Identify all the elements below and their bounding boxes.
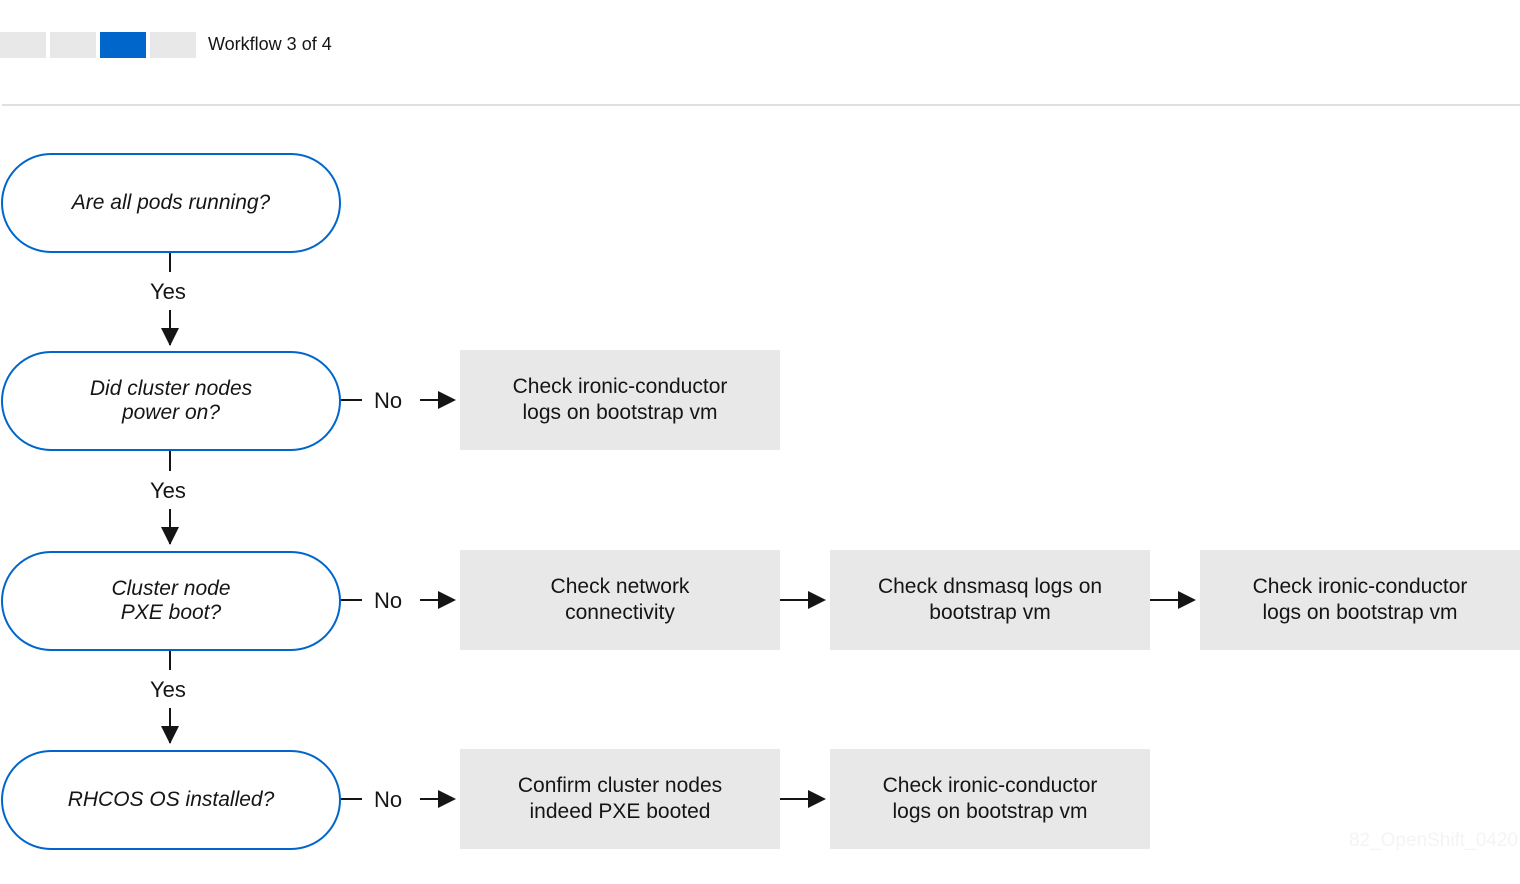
action-check-ironic-conductor-2: Check ironic-conductor logs on bootstrap… [1200,550,1520,650]
arrowhead-action-5-6 [808,790,826,808]
arrowhead-no-2 [438,591,456,609]
action-check-ironic-conductor-1: Check ironic-conductor logs on bootstrap… [460,350,780,450]
arrowhead-yes-1 [161,328,179,346]
arrowhead-yes-3 [161,726,179,744]
progress-step-2 [50,32,96,58]
edge-label-yes-2: Yes [150,478,186,503]
decision-text: Did cluster nodes power on? [89,377,253,424]
decision-text: Are all pods running? [71,191,271,214]
action-check-network-connectivity: Check network connectivity [460,550,780,650]
arrowhead-no-1 [438,391,456,409]
watermark: 82_OpenShift_0420 [1348,830,1518,851]
decision-rhcos-installed: RHCOS OS installed? [1,750,341,850]
workflow-label: Workflow 3 of 4 [208,34,332,54]
action-check-dnsmasq-logs: Check dnsmasq logs on bootstrap vm [830,550,1150,650]
decision-text: RHCOS OS installed? [67,788,275,811]
action-confirm-pxe-booted: Confirm cluster nodes indeed PXE booted [460,749,780,849]
progress-step-1 [0,32,46,58]
edge-label-no-3: No [374,787,403,812]
edge-label-no-1: No [374,388,403,413]
edge-label-yes-1: Yes [150,279,186,304]
edge-label-yes-3: Yes [150,677,186,702]
edge-label-no-2: No [374,588,403,613]
action-check-ironic-conductor-3: Check ironic-conductor logs on bootstrap… [830,749,1150,849]
decision-text: Cluster node PXE boot? [111,577,231,624]
progress-step-4 [150,32,196,58]
arrowhead-action-3-4 [1178,591,1196,609]
arrowhead-action-2-3 [808,591,826,609]
arrowhead-no-3 [438,790,456,808]
header-divider [2,104,1520,106]
decision-pods-running: Are all pods running? [1,153,341,253]
arrowhead-yes-2 [161,527,179,545]
decision-pxe-boot: Cluster node PXE boot? [1,551,341,651]
progress-step-3-current [100,32,146,58]
decision-nodes-power-on: Did cluster nodes power on? [1,351,341,451]
